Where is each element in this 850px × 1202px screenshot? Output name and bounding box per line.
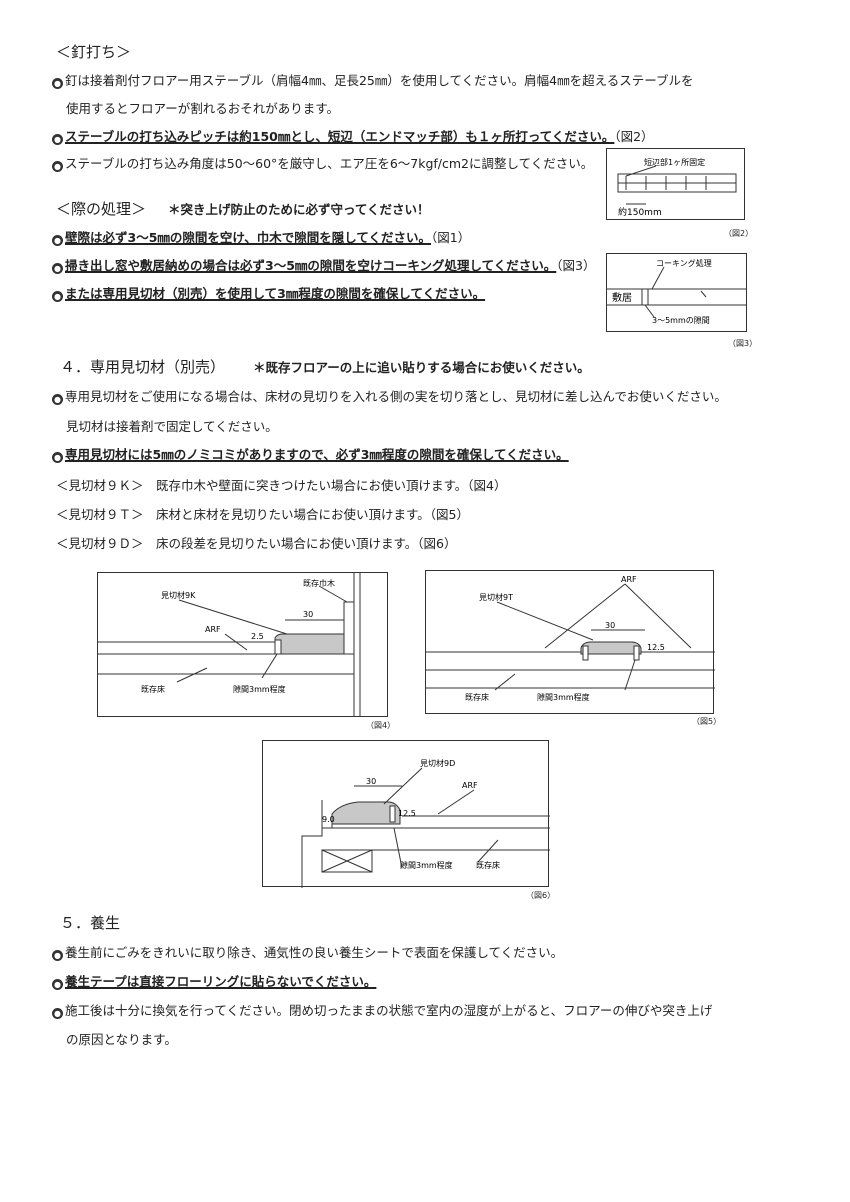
bullet-icon: ● [52, 979, 63, 990]
s4-9d: ＜見切材９Ｄ＞ 床の段差を見切りたい場合にお使い頂けます。（図6） [56, 536, 457, 551]
bullet-icon: ● [52, 1008, 63, 1019]
nailing-line-3: ●ステーブルの打ち込み角度は50～60°を厳守し、エア圧を6～7kgf/cm2に… [52, 156, 594, 172]
heading-section-5: ５．養生 [60, 914, 121, 932]
fig3-label-gap: 3～5mmの隙間 [652, 315, 710, 325]
s4-line-1: ●専用見切材をご使用になる場合は、床材の見切りを入れる側の実を切り落とし、見切材… [52, 389, 727, 405]
fig4-label-mikiri: 見切材9K [161, 590, 196, 600]
fig5-label-gap: 隙間3mm程度 [537, 692, 590, 702]
fig5-label-arf: ARF [621, 575, 637, 584]
nailing-line-2: ●ステーブルの打ち込みピッチは約150㎜とし、短辺（エンドマッチ部）も１ヶ所打っ… [52, 129, 654, 145]
fig3-caption: （図3） [728, 339, 758, 348]
bullet-icon: ● [52, 134, 63, 145]
fig6-dim-30: 30 [366, 777, 376, 786]
fig5-dim-125: 12.5 [647, 643, 665, 652]
fig4-dim-30: 30 [303, 610, 313, 619]
fig2-label: 短辺部1ヶ所固定 [644, 157, 705, 167]
bullet-icon: ● [52, 950, 63, 961]
fig6-label-gap: 隙間3mm程度 [400, 860, 453, 870]
s5-line-2: ●養生テープは直接フローリングに貼らないでください。 [52, 974, 377, 990]
fig5-caption: （図5） [692, 717, 722, 726]
fig5-label-mikiri: 見切材9T [479, 592, 513, 602]
edge-line-2: ●掃き出し窓や敷居納めの場合は必ず3～5㎜の隙間を空けコーキング処理してください… [52, 258, 596, 274]
fig4-label-kison: 既存床 [141, 684, 165, 694]
fig5-label-kison: 既存床 [465, 692, 489, 702]
fig4-dim-25: 2.5 [251, 632, 264, 641]
bullet-icon: ● [52, 263, 63, 274]
s4-line-1b: 見切材は接着剤で固定してください。 [66, 419, 278, 434]
s4-line-2: ●専用見切材には5㎜のノミコミがありますので、必ず3㎜程度の隙間を確保してくださ… [52, 447, 569, 463]
fig5-dim-30: 30 [605, 621, 615, 630]
fig4-label-gap: 隙間3mm程度 [233, 684, 286, 694]
fig3-label-caulking: コーキング処理 [656, 258, 712, 268]
fig6-label-arf: ARF [462, 781, 478, 790]
figure-5: ARF 見切材9T 30 12.5 既存床 隙間3mm程度 [425, 570, 715, 714]
s5-line-3b: の原因となります。 [66, 1032, 177, 1047]
bullet-icon: ● [52, 161, 63, 172]
bullet-icon: ● [52, 394, 63, 405]
s4-9k: ＜見切材９Ｋ＞ 既存巾木や壁面に突きつけたい場合にお使い頂けます。（図4） [56, 478, 507, 493]
figure-4: 見切材9K 既存巾木 ARF 30 2.5 既存床 隙間3mm程度 [97, 572, 388, 717]
bullet-icon: ● [52, 235, 63, 246]
s5-line-1: ●養生前にごみをきれいに取り除き、通気性の良い養生シートで表面を保護してください… [52, 945, 564, 961]
fig6-label-kison: 既存床 [476, 860, 500, 870]
figure-3: コーキング処理 敷居 3～5mmの隙間 [606, 253, 747, 332]
nailing-line-1: ●釘は接着剤付フロアー用ステーブル（肩幅4㎜、足長25㎜）を使用してください。肩… [52, 73, 694, 89]
fig4-label-arf: ARF [205, 625, 221, 634]
figure-6: 30 見切材9D ARF 9.0 12.5 隙間3mm程度 既存床 [262, 740, 550, 888]
fig4-label-habaki: 既存巾木 [303, 578, 335, 588]
fig3-label-shikii: 敷居 [612, 291, 632, 304]
bullet-icon: ● [52, 78, 63, 89]
s5-line-3: ●施工後は十分に換気を行ってください。閉め切ったままの状態で室内の湿度が上がると… [52, 1003, 713, 1019]
heading-section-4: ４．専用見切材（別売）＊既存フロアーの上に追い貼りする場合にお使いください。 [60, 358, 590, 376]
bullet-icon: ● [52, 291, 63, 302]
bullet-icon: ● [52, 452, 63, 463]
fig2-caption: （図2） [724, 229, 754, 238]
fig2-dim: 約150mm [618, 206, 662, 218]
figure-2: 短辺部1ヶ所固定 約150mm [606, 148, 745, 220]
heading-nailing: ＜釘打ち＞ [56, 43, 132, 61]
edge-line-3: ●または専用見切材（別売）を使用して3㎜程度の隙間を確保してください。 [52, 286, 486, 302]
nailing-line-1b: 使用するとフロアーが割れるおそれがあります。 [66, 101, 340, 116]
fig6-dim-9: 9.0 [322, 815, 335, 824]
fig6-label-mikiri: 見切材9D [420, 758, 455, 768]
edge-line-1: ●壁際は必ず3～5㎜の隙間を空け、巾木で隙間を隠してください。（図1） [52, 230, 471, 246]
fig6-dim-125: 12.5 [398, 809, 416, 818]
s4-9t: ＜見切材９Ｔ＞ 床材と床材を見切りたい場合にお使い頂けます。（図5） [56, 507, 469, 522]
fig6-caption: （図6） [526, 891, 556, 900]
fig4-caption: （図4） [366, 721, 396, 730]
heading-edge: ＜際の処理＞＊突き上げ防止のために必ず守ってください！ [56, 200, 430, 218]
